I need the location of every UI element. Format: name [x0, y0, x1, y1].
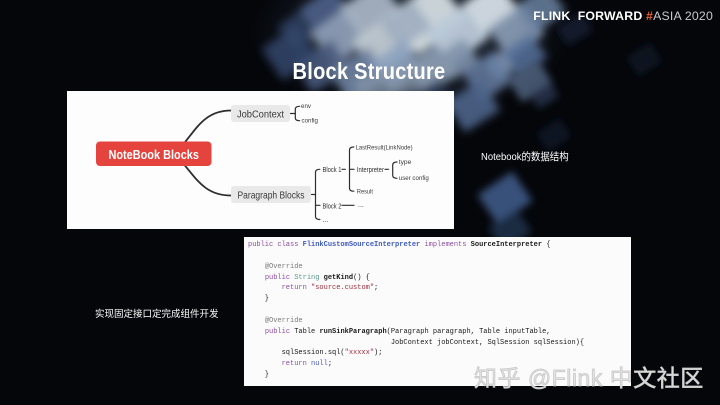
svg-text:...: ...	[323, 217, 329, 224]
svg-text:Paragraph Blocks: Paragraph Blocks	[238, 191, 305, 202]
svg-text:Interpreter: Interpreter	[357, 167, 385, 174]
svg-text:config: config	[302, 118, 319, 125]
svg-text:env: env	[301, 103, 312, 110]
svg-text:JobContext: JobContext	[237, 110, 284, 121]
svg-text:Block 2: Block 2	[323, 203, 342, 210]
svg-text:Block 1: Block 1	[323, 167, 342, 174]
svg-text:LastResult(LinkNode): LastResult(LinkNode)	[356, 145, 413, 152]
svg-text:NoteBook Blocks: NoteBook Blocks	[108, 147, 199, 162]
svg-text:user config: user config	[399, 175, 429, 182]
svg-text:Result: Result	[357, 188, 373, 195]
svg-text:type: type	[399, 159, 412, 166]
svg-text:...: ...	[358, 202, 364, 209]
